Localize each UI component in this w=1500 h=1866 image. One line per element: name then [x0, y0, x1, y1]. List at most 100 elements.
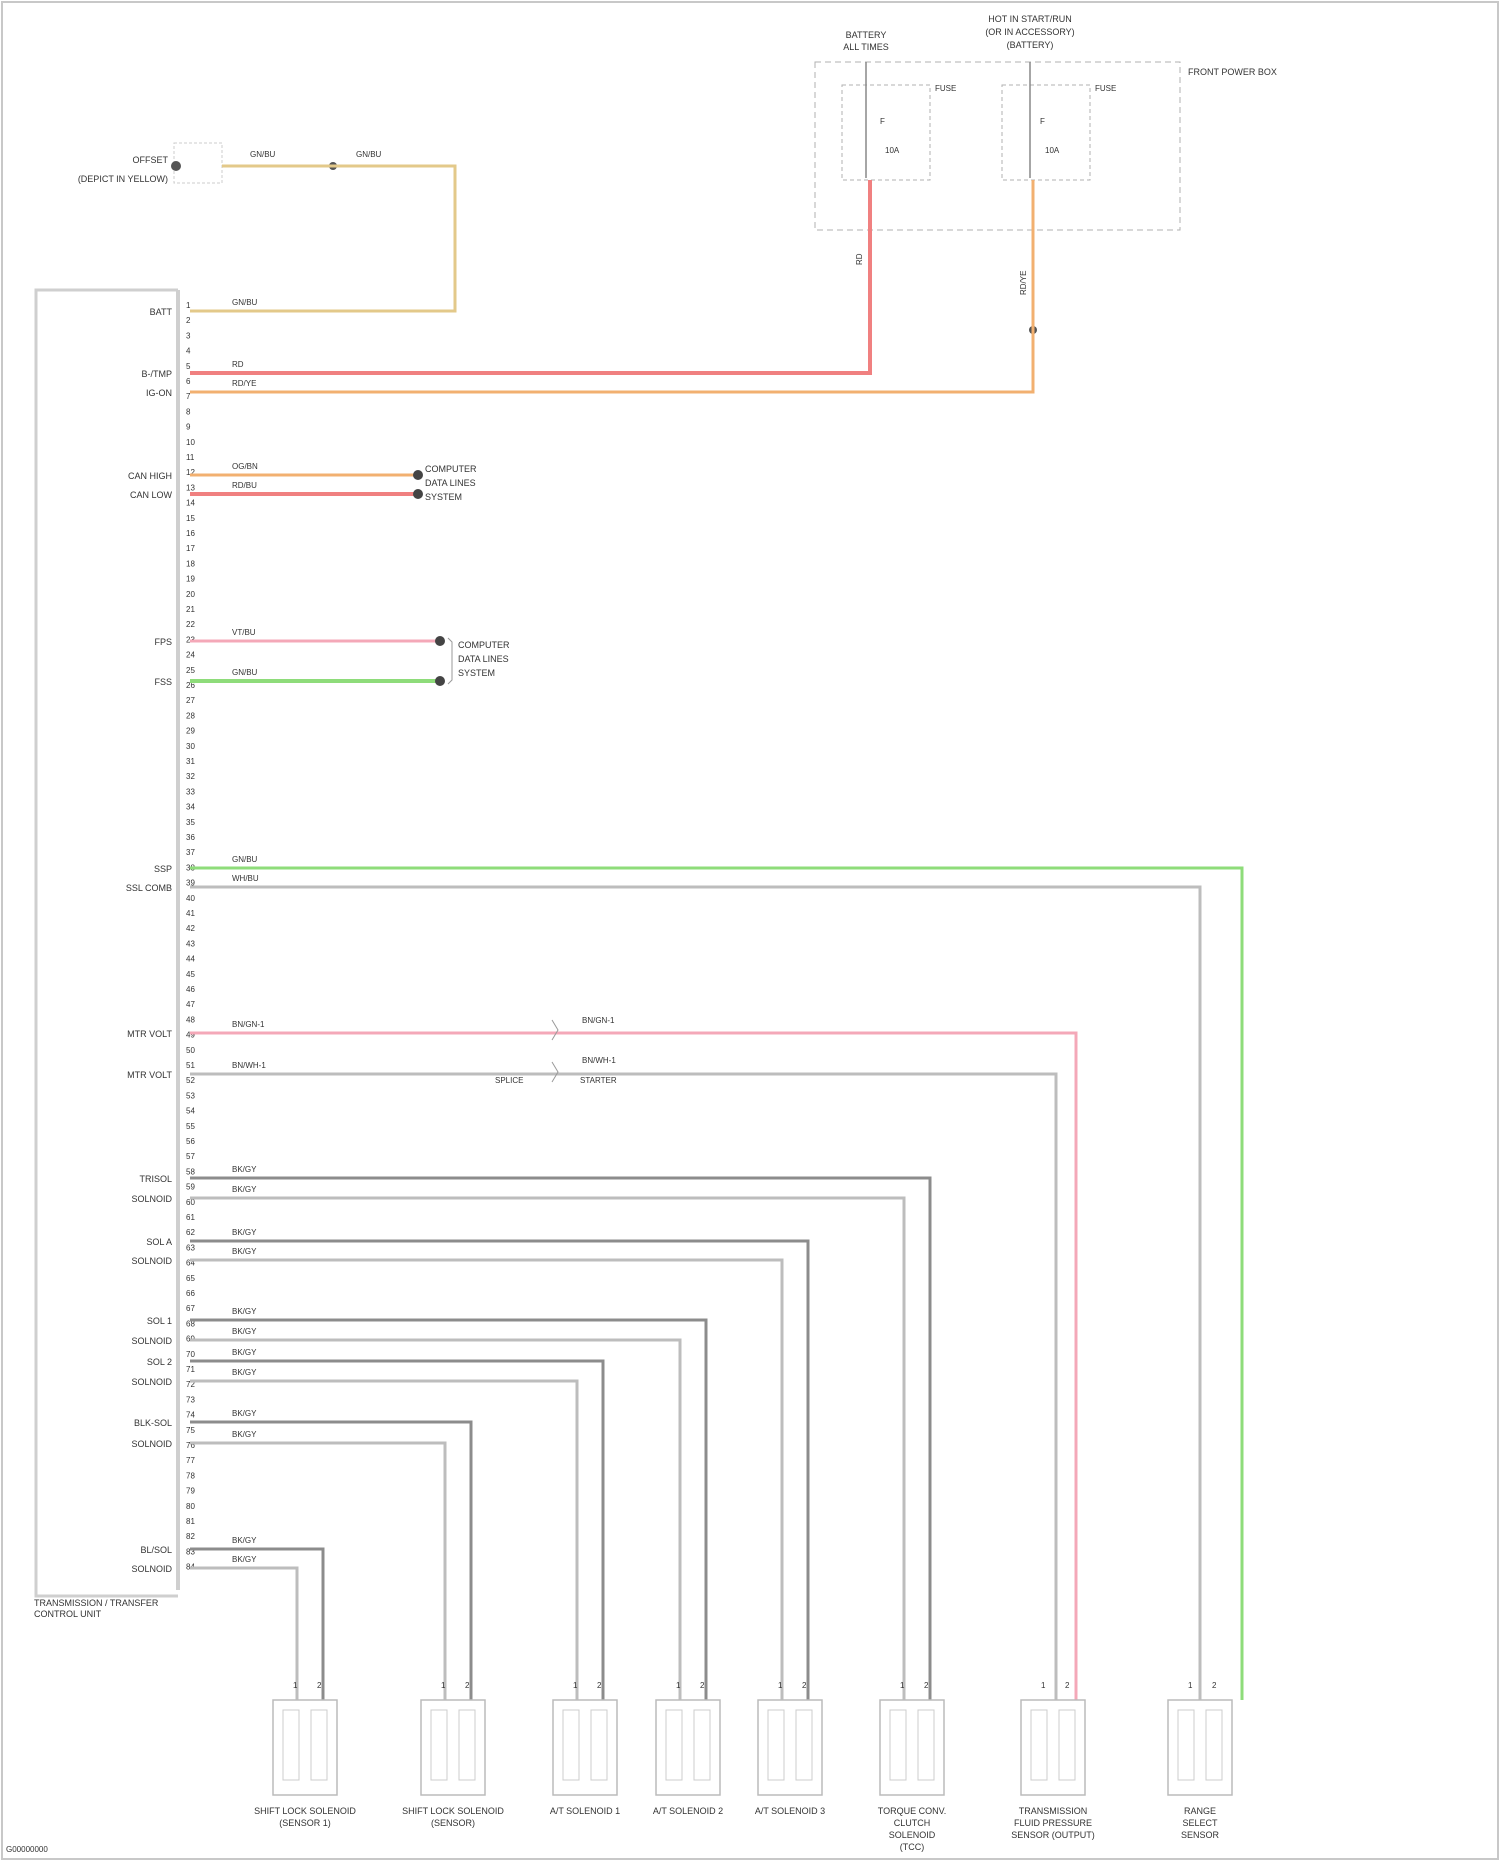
- component-caption-line-2: SELECT: [1182, 1818, 1218, 1828]
- front-power-box: FRONT POWER BOX BATTERY ALL TIMES HOT IN…: [815, 14, 1277, 334]
- pin-number-43: 43: [186, 939, 195, 948]
- fuse-left-wire-label: RD: [855, 253, 864, 265]
- component-pin-a: 1: [900, 1681, 905, 1690]
- component-pin-a: 1: [293, 1681, 298, 1690]
- wire-label-41: GN/BU: [232, 855, 258, 864]
- fuse-right-top-2: (OR IN ACCESSORY): [985, 27, 1074, 37]
- pin-number-6: 6: [186, 377, 191, 386]
- fuse-left-small: F: [880, 117, 885, 126]
- component-caption-line-1: A/T SOLENOID 3: [755, 1806, 825, 1816]
- pin-label-68: SOLNOID: [131, 1336, 172, 1346]
- fuse-left-value: 10A: [885, 146, 900, 155]
- wire-label-6: RD/YE: [232, 379, 256, 388]
- pin-label-52: MTR VOLT: [127, 1070, 172, 1080]
- component-pin-b: 2: [802, 1681, 807, 1690]
- component-1: 12SHIFT LOCK SOLENOID(SENSOR 1): [254, 1681, 356, 1828]
- component-caption-line-2: (SENSOR 1): [279, 1818, 331, 1828]
- pin-number-79: 79: [186, 1487, 195, 1496]
- wire-s3b: [190, 1340, 680, 1700]
- fuse-right-small: F: [1040, 117, 1045, 126]
- pin-number-78: 78: [186, 1471, 195, 1480]
- wire-label-13: OG/BN: [232, 462, 258, 471]
- pin-number-17: 17: [186, 544, 195, 553]
- pin-number-9: 9: [186, 423, 191, 432]
- component-caption-line-2: FLUID PRESSURE: [1014, 1818, 1092, 1828]
- pin-number-80: 80: [186, 1502, 195, 1511]
- component-2: 12SHIFT LOCK SOLENOID(SENSOR): [402, 1681, 504, 1828]
- wire-label-69: BK/GY: [232, 1348, 257, 1357]
- wire-label-42: WH/BU: [232, 874, 259, 883]
- pin-number-41: 41: [186, 909, 195, 918]
- wire-label-83: BK/GY: [232, 1536, 257, 1545]
- wire-s6a: [190, 1549, 323, 1700]
- ignition-caption-1: OFFSET: [133, 155, 169, 165]
- wire-label-84: BK/GY: [232, 1555, 257, 1564]
- pin-number-57: 57: [186, 1152, 195, 1161]
- component-8: 12RANGESELECTSENSOR: [1168, 1681, 1232, 1840]
- can-dest-1: COMPUTER: [425, 464, 477, 474]
- pin-label-60: SOLNOID: [131, 1194, 172, 1204]
- pin-label-13: CAN HIGH: [128, 471, 172, 481]
- pin-number-58: 58: [186, 1167, 195, 1176]
- splice-marker-b: [552, 1062, 558, 1082]
- component-caption-line-3: SENSOR: [1181, 1830, 1220, 1840]
- wire-s2b: [190, 1260, 782, 1700]
- pin-number-32: 32: [186, 772, 195, 781]
- component-caption-line-3: SENSOR (OUTPUT): [1011, 1830, 1095, 1840]
- pin-label-73: SOLNOID: [131, 1439, 172, 1449]
- pin-label-42: SSL COMB: [126, 883, 172, 893]
- component-caption-line-1: RANGE: [1184, 1806, 1216, 1816]
- fps-dest-3: SYSTEM: [458, 668, 495, 678]
- pin-number-5: 5: [186, 362, 191, 371]
- component-caption-line-1: A/T SOLENOID 2: [653, 1806, 723, 1816]
- pin-number-1: 1: [186, 301, 191, 310]
- wire-label-1: GN/BU: [232, 298, 258, 307]
- fuse-left-box: [842, 85, 930, 180]
- pin-number-82: 82: [186, 1532, 195, 1541]
- pin-number-67: 67: [186, 1304, 195, 1313]
- pin-label-70: SOLNOID: [131, 1377, 172, 1387]
- wire-label-64: BK/GY: [232, 1247, 257, 1256]
- pin-number-31: 31: [186, 757, 195, 766]
- component-caption-line-1: A/T SOLENOID 1: [550, 1806, 620, 1816]
- pin-number-22: 22: [186, 620, 195, 629]
- pin-number-30: 30: [186, 742, 195, 751]
- wire-label-14: RD/BU: [232, 481, 257, 490]
- pin-label-6: IG-ON: [146, 388, 172, 398]
- fps-dot: [435, 636, 445, 646]
- fuse-right-top-1: HOT IN START/RUN: [988, 14, 1072, 24]
- pin-number-33: 33: [186, 787, 195, 796]
- component-pin-b: 2: [1212, 1681, 1217, 1690]
- can-dest-3: SYSTEM: [425, 492, 462, 502]
- pin-number-10: 10: [186, 438, 195, 447]
- component-pin-a: 1: [441, 1681, 446, 1690]
- ignition-wire-a: GN/BU: [250, 150, 276, 159]
- pin-number-27: 27: [186, 696, 195, 705]
- ignition-caption-2: (DEPICT IN YELLOW): [78, 174, 168, 184]
- can-low-dot: [413, 489, 423, 499]
- fps-destination: COMPUTER DATA LINES SYSTEM: [448, 638, 510, 684]
- pin-label-63: SOL A: [146, 1237, 172, 1247]
- pin-number-13: 13: [186, 483, 195, 492]
- wire-s2a: [190, 1241, 808, 1700]
- splice-sub: STARTER: [580, 1076, 617, 1085]
- pin-number-51: 51: [186, 1061, 195, 1070]
- wire-s5b: [190, 1443, 445, 1700]
- pin-label-26: FSS: [154, 677, 172, 687]
- can-bus-destination: COMPUTER DATA LINES SYSTEM: [425, 464, 477, 502]
- pin-number-24: 24: [186, 651, 195, 660]
- pin-label-64: SOLNOID: [131, 1256, 172, 1266]
- ecu-label-line-1: TRANSMISSION / TRANSFER: [34, 1598, 159, 1608]
- wire-s3a: [190, 1320, 706, 1700]
- component-pin-a: 1: [676, 1681, 681, 1690]
- component-pin-b: 2: [924, 1681, 929, 1690]
- splice-a-label: BN/GN-1: [582, 1016, 615, 1025]
- ignition-switch-terminal: [171, 161, 181, 171]
- pin-number-53: 53: [186, 1091, 195, 1100]
- wire-label-52: BN/WH-1: [232, 1061, 266, 1070]
- component-pin-a: 1: [1041, 1681, 1046, 1690]
